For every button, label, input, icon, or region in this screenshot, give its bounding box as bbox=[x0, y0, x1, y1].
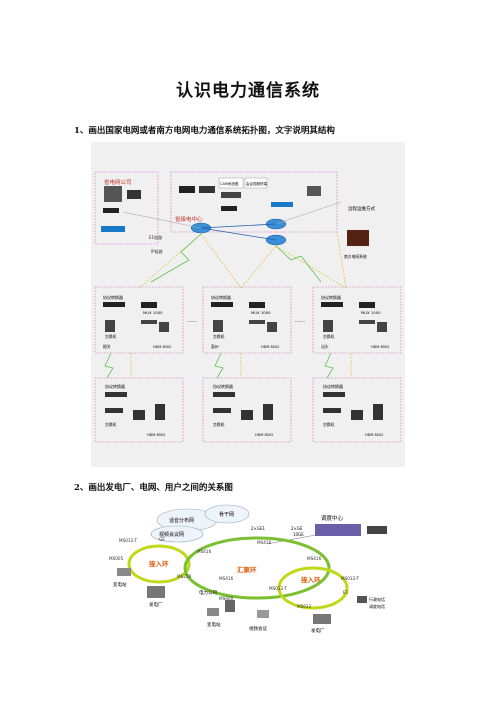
cam-box-label: CAM系统图 bbox=[220, 181, 239, 186]
question-2: 2、画出发电厂、电网、用户之间的关系图 bbox=[74, 483, 233, 493]
access-left-label: 接入环 bbox=[149, 559, 169, 568]
substation-icon bbox=[207, 608, 219, 616]
cloud-b-label: 骨干网 bbox=[219, 512, 234, 518]
protocol-converter-label: 协议转换器 bbox=[105, 383, 125, 389]
protocol-converter-label: 协议转换器 bbox=[323, 383, 343, 389]
power-company-label: 电力公司 bbox=[199, 589, 217, 596]
access-ring-right bbox=[277, 566, 349, 610]
switch-label: 交换机 bbox=[323, 334, 335, 339]
hdm-label: HDM 6002 bbox=[147, 433, 165, 437]
cloud-a-label: 话音分布网 bbox=[169, 517, 194, 524]
power-plant-icon bbox=[147, 586, 165, 598]
node-label: MS005 bbox=[109, 556, 124, 561]
ge-label: GE bbox=[159, 537, 165, 542]
switch-label: 交换机 bbox=[105, 334, 117, 339]
switch-label: 交换机 bbox=[323, 422, 335, 427]
node-label: MS416 bbox=[307, 556, 322, 561]
rack-device bbox=[199, 186, 215, 193]
admin-phone-label: 行政电话 bbox=[369, 596, 385, 602]
node-label: MS416 bbox=[197, 549, 212, 554]
node-label: MS012-T bbox=[269, 586, 287, 591]
region-mid-label: 惠州 bbox=[211, 344, 219, 349]
ip-link-label: IP链路 bbox=[151, 248, 163, 254]
display-wall bbox=[347, 230, 369, 246]
node-label: MS220 bbox=[177, 574, 192, 579]
substation-b-label: 变电站 bbox=[207, 621, 221, 628]
rack-device bbox=[367, 526, 387, 534]
switch-label: 交换机 bbox=[213, 334, 225, 339]
access-right-label: 接入环 bbox=[301, 575, 321, 584]
e1-link-label: E1链路 bbox=[149, 234, 162, 240]
node-label: MS012 bbox=[297, 604, 312, 609]
question-1: 1、画出国家电网或者南方电网电力通信系统拓扑图，文字说明其结构 bbox=[74, 126, 335, 136]
video-meeting-label: 视频会议 bbox=[249, 625, 267, 632]
dispatch-center-label: 省级电中心 bbox=[175, 215, 203, 223]
mux-label: MUX 1000 bbox=[361, 310, 381, 315]
building-icon bbox=[225, 600, 235, 612]
console-device bbox=[104, 186, 122, 202]
provincial-company-label: 省电网公司 bbox=[104, 178, 132, 186]
rack-device bbox=[221, 192, 241, 198]
topology-diagram: 省电网公司 省级电中心 CAM系统图 会议视频终端 E1链路 IP链路 远程运维… bbox=[91, 142, 405, 467]
camera-device bbox=[307, 186, 321, 196]
node-label: MS600 bbox=[219, 596, 234, 601]
video-meeting-icon bbox=[257, 610, 269, 618]
access-ring-left bbox=[127, 544, 191, 584]
phone-icon bbox=[357, 596, 367, 603]
mux-label: MUX 1000 bbox=[143, 310, 163, 315]
protocol-converter-label: 协议转换器 bbox=[213, 383, 233, 389]
dispatch-label: 调度中心 bbox=[321, 514, 344, 522]
switch-device bbox=[103, 208, 119, 213]
cloud-icon bbox=[204, 504, 250, 524]
region-right-label: 汕头 bbox=[321, 344, 329, 349]
hdm-label: HDM 6002 bbox=[153, 345, 171, 349]
substation-a-label: 变电站 bbox=[113, 581, 127, 588]
substation-icon bbox=[117, 568, 131, 576]
switch-label: 交换机 bbox=[105, 422, 117, 427]
power-plant-b-label: 发电厂 bbox=[311, 627, 325, 634]
page-title: 认识电力通信系统 bbox=[176, 81, 320, 101]
link-10ge-label: 10GE bbox=[293, 532, 304, 537]
aggregation-label: 汇聚环 bbox=[237, 565, 257, 574]
router-device bbox=[101, 226, 125, 232]
node-label: MS012-T bbox=[341, 576, 359, 581]
cloud-c-label: 视频会议网 bbox=[159, 531, 184, 538]
ellipsis: …… bbox=[187, 318, 197, 324]
southern-grid-label: 南方电网系统 bbox=[344, 254, 367, 259]
power-plant-a-label: 发电厂 bbox=[149, 601, 163, 608]
protocol-converter-label: 协议转换器 bbox=[211, 294, 231, 300]
aggregation-ring bbox=[183, 536, 331, 600]
cloud-icon bbox=[150, 525, 204, 543]
node-label: MS416 bbox=[257, 540, 272, 545]
hdm-label: HDM 6002 bbox=[261, 345, 279, 349]
e1-label: E1 bbox=[343, 590, 349, 595]
hdm-label: HDM 6002 bbox=[255, 433, 273, 437]
rack-device bbox=[179, 186, 195, 193]
router-device bbox=[271, 202, 293, 207]
dispatch-phone-label: 调度电话 bbox=[369, 603, 385, 609]
mux-label: MUX 1000 bbox=[251, 310, 271, 315]
link-top-label: 2×GE1 bbox=[251, 526, 266, 531]
ellipsis: …… bbox=[295, 318, 305, 324]
video-box-label: 会议视频终端 bbox=[246, 181, 267, 186]
server-device bbox=[127, 190, 141, 199]
relationship-diagram: 话音分布网 骨干网 视频会议网 2×GE1 2×GE 10GE 调度中心 接入环… bbox=[107, 504, 401, 636]
power-plant-icon bbox=[313, 614, 331, 624]
dispatch-screens bbox=[315, 524, 361, 536]
hdm-label: HDM 6002 bbox=[371, 345, 389, 349]
node-label: MS416 bbox=[219, 576, 234, 581]
hdm-label: HDM 6002 bbox=[365, 433, 383, 437]
node-label: MS012-T bbox=[119, 538, 137, 543]
protocol-converter-label: 协议转换器 bbox=[321, 294, 341, 300]
protocol-converter-label: 协议转换器 bbox=[103, 294, 123, 300]
switch-label: 交换机 bbox=[213, 422, 225, 427]
switch-device bbox=[221, 206, 237, 211]
region-left-label: 韶关 bbox=[103, 344, 111, 349]
link-top2-label: 2×GE bbox=[291, 526, 303, 531]
remote-ops-label: 远程运维方式 bbox=[348, 205, 375, 212]
